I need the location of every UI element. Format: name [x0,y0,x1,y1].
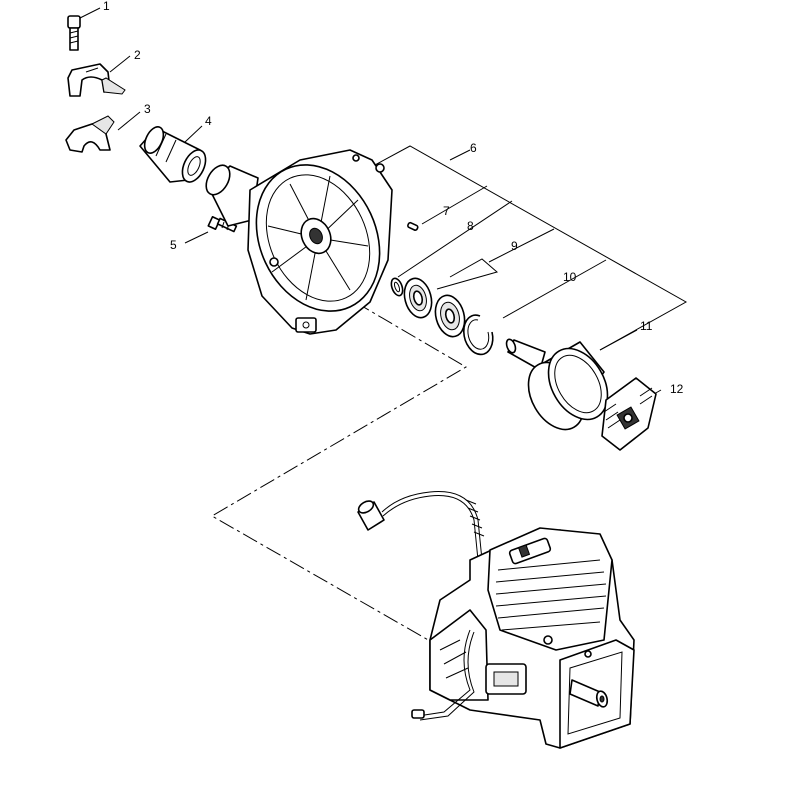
bearing-rear-icon [434,294,466,338]
circlip-icon [462,314,494,356]
callout-9: 9 [511,239,518,253]
callout-1: 1 [103,0,110,13]
engine-assembly-icon [357,491,635,749]
spark-plug-cap-icon [357,491,485,561]
clutch-housing-icon [205,149,393,335]
screw-icon [67,15,81,51]
callout-6: 6 [470,141,477,155]
cooling-fins-icon [495,559,607,631]
spark-plug-icon [508,537,552,565]
callout-10: 10 [563,270,577,284]
callout-3: 3 [144,102,151,116]
callout-7: 7 [443,204,450,218]
callout-2: 2 [134,48,141,62]
sleeve-icon [139,126,207,183]
callout-12: 12 [670,382,684,396]
upper-clamp-half-icon [67,63,126,97]
pin-icon [407,221,419,231]
clutch-shoe-icon [601,377,657,451]
callout-11: 11 [640,319,653,333]
callout-labels: 1 2 3 4 5 6 7 8 9 10 11 12 [103,0,684,396]
callout-5: 5 [170,238,177,252]
callout-8: 8 [467,219,474,233]
lower-clamp-half-icon [65,115,115,153]
ball-bearing-icon [403,277,466,338]
bearing-front-icon [403,277,433,319]
snap-ring-icon [390,277,404,297]
callout-4: 4 [205,114,212,128]
clutch-drum-icon [505,338,609,431]
output-shaft-icon [569,679,609,708]
cable-coil-icon [465,499,485,537]
